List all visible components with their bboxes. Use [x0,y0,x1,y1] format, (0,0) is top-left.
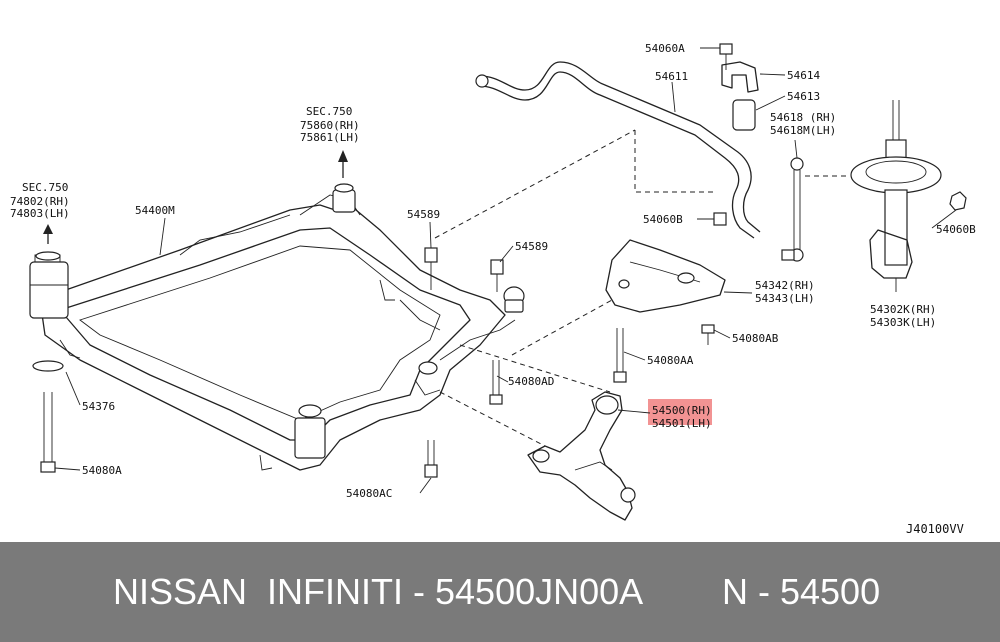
label-54501: 54501(LH) [652,417,712,430]
label-54614: 54614 [787,69,820,82]
washer-54376 [32,360,64,372]
bolt-54589-a [424,247,438,290]
parts-diagram: SEC.750 74802(RH) 74803(LH) SEC.750 7586… [10,42,976,536]
footer-bar: NISSAN INFINITI - 54500JN00A N - 54500 [0,542,1000,642]
label-54613: 54613 [787,90,820,103]
bolt-54060a [719,43,733,55]
bolt-54589-b [490,259,504,292]
subframe-54400m [29,183,525,471]
label-54302k: 54302K(RH) [870,303,936,316]
label-54342: 54342(RH) [755,279,815,292]
diagram-code: J40100VV [906,522,964,536]
label-sec750-left: SEC.750 [22,181,68,194]
label-54500: 54500(RH) [652,404,712,417]
link-54618 [781,157,804,262]
label-54060a: 54060A [645,42,685,55]
bolt-54080ab [701,324,715,345]
label-74803: 74803(LH) [10,207,70,220]
label-54376: 54376 [82,400,115,413]
bolt-54080aa [613,328,627,383]
label-54080ab: 54080AB [732,332,779,345]
label-54589-a: 54589 [407,208,440,221]
lower-arm-54500 [527,391,636,521]
label-54589-b: 54589 [515,240,548,253]
bolt-54060b-left [713,212,727,226]
nut-54060b-right [949,191,967,211]
label-54080ad: 54080AD [508,375,554,388]
label-54618m: 54618M(LH) [770,124,836,137]
strut-54302k [850,100,942,279]
label-54060b-right: 54060B [936,223,976,236]
label-75860: 75860(RH) [300,119,360,132]
bolt-54080ac [424,440,438,478]
clamp-54614 [721,61,759,93]
stabilizer-bar-54611 [475,61,761,239]
bushing-54613 [732,99,756,131]
label-74802: 74802(RH) [10,195,70,208]
label-54611: 54611 [655,70,688,83]
bolt-54080a [40,392,56,473]
bolt-54080ad [489,360,503,405]
footer-brand-part: NISSAN INFINITI - 54500JN00A [113,571,644,612]
label-54080a: 54080A [82,464,122,477]
label-sec750-top: SEC.750 [306,105,352,118]
label-54303k: 54303K(LH) [870,316,936,329]
highlight-box [648,399,712,425]
label-54618: 54618 (RH) [770,111,836,124]
label-54080aa: 54080AA [647,354,694,367]
footer-ref: N - 54500 [722,571,881,612]
label-75861: 75861(LH) [300,131,360,144]
label-54343: 54343(LH) [755,292,815,305]
bracket-54342 [605,239,726,313]
label-54080ac: 54080AC [346,487,392,500]
label-54400m: 54400M [135,204,175,217]
label-54060b-left: 54060B [643,213,683,226]
